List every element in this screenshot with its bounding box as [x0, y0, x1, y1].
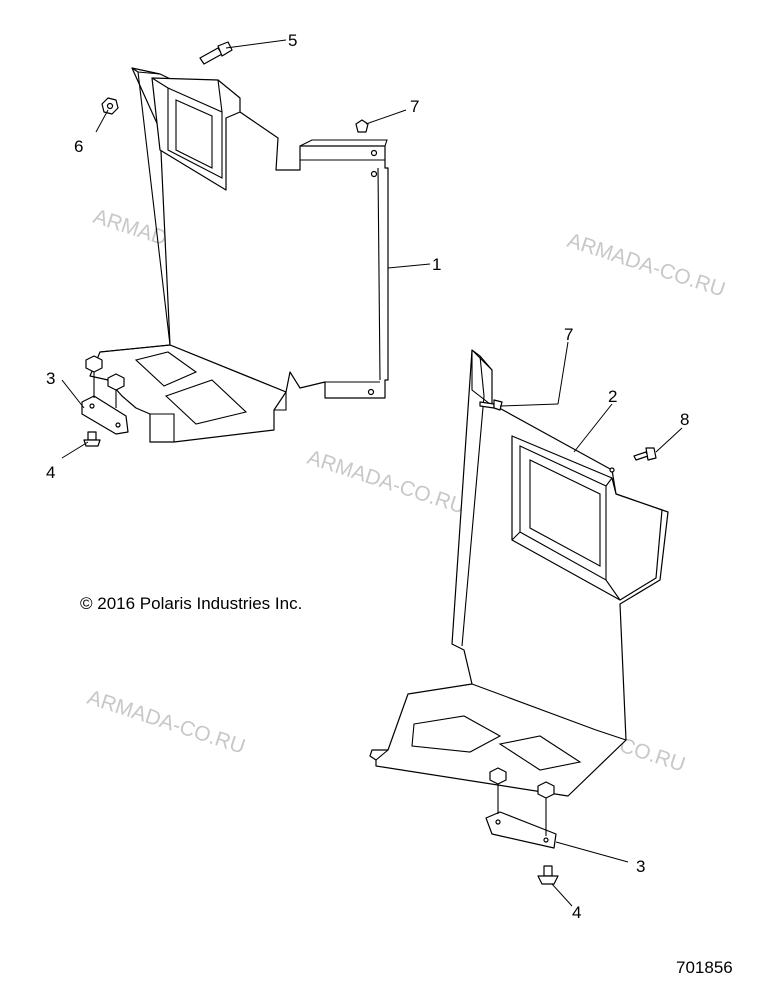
screw-part-7-lower — [479, 399, 503, 411]
panel-part-1 — [89, 67, 389, 443]
bolt-part-4-left — [83, 431, 101, 447]
callouts: 5 6 7 1 3 4 7 2 8 3 4 — [46, 31, 689, 922]
figure-number: 701856 — [676, 958, 733, 977]
callout-3-left: 3 — [46, 369, 55, 388]
callout-4-right: 4 — [572, 903, 581, 922]
callout-8: 8 — [680, 410, 689, 429]
watermark-text: ARMADA-CO.RU — [84, 686, 248, 759]
callout-3-right: 3 — [636, 857, 645, 876]
bolt-part-4-right — [537, 865, 559, 885]
panel-part-2 — [369, 349, 669, 797]
callout-7-upper: 7 — [410, 97, 419, 116]
callout-1: 1 — [432, 255, 441, 274]
callout-6: 6 — [74, 137, 83, 156]
screw-part-7-upper — [355, 119, 369, 133]
watermark-text: ARMADA-CO.RU — [564, 229, 728, 302]
callout-2: 2 — [608, 387, 617, 406]
bolt-part-5 — [199, 41, 233, 65]
watermark-text: ARMADA-CO.RU — [304, 446, 468, 519]
callout-7-lower: 7 — [564, 325, 573, 344]
leader-lines — [61, 39, 683, 907]
nut-part-6 — [101, 97, 119, 115]
screw-part-8 — [633, 447, 657, 461]
copyright-notice: © 2016 Polaris Industries Inc. — [80, 594, 303, 613]
callout-4-left: 4 — [46, 463, 55, 482]
bracket-plate-3-right — [485, 767, 557, 849]
callout-5: 5 — [288, 31, 297, 50]
bracket-plate-3-left — [81, 355, 129, 435]
